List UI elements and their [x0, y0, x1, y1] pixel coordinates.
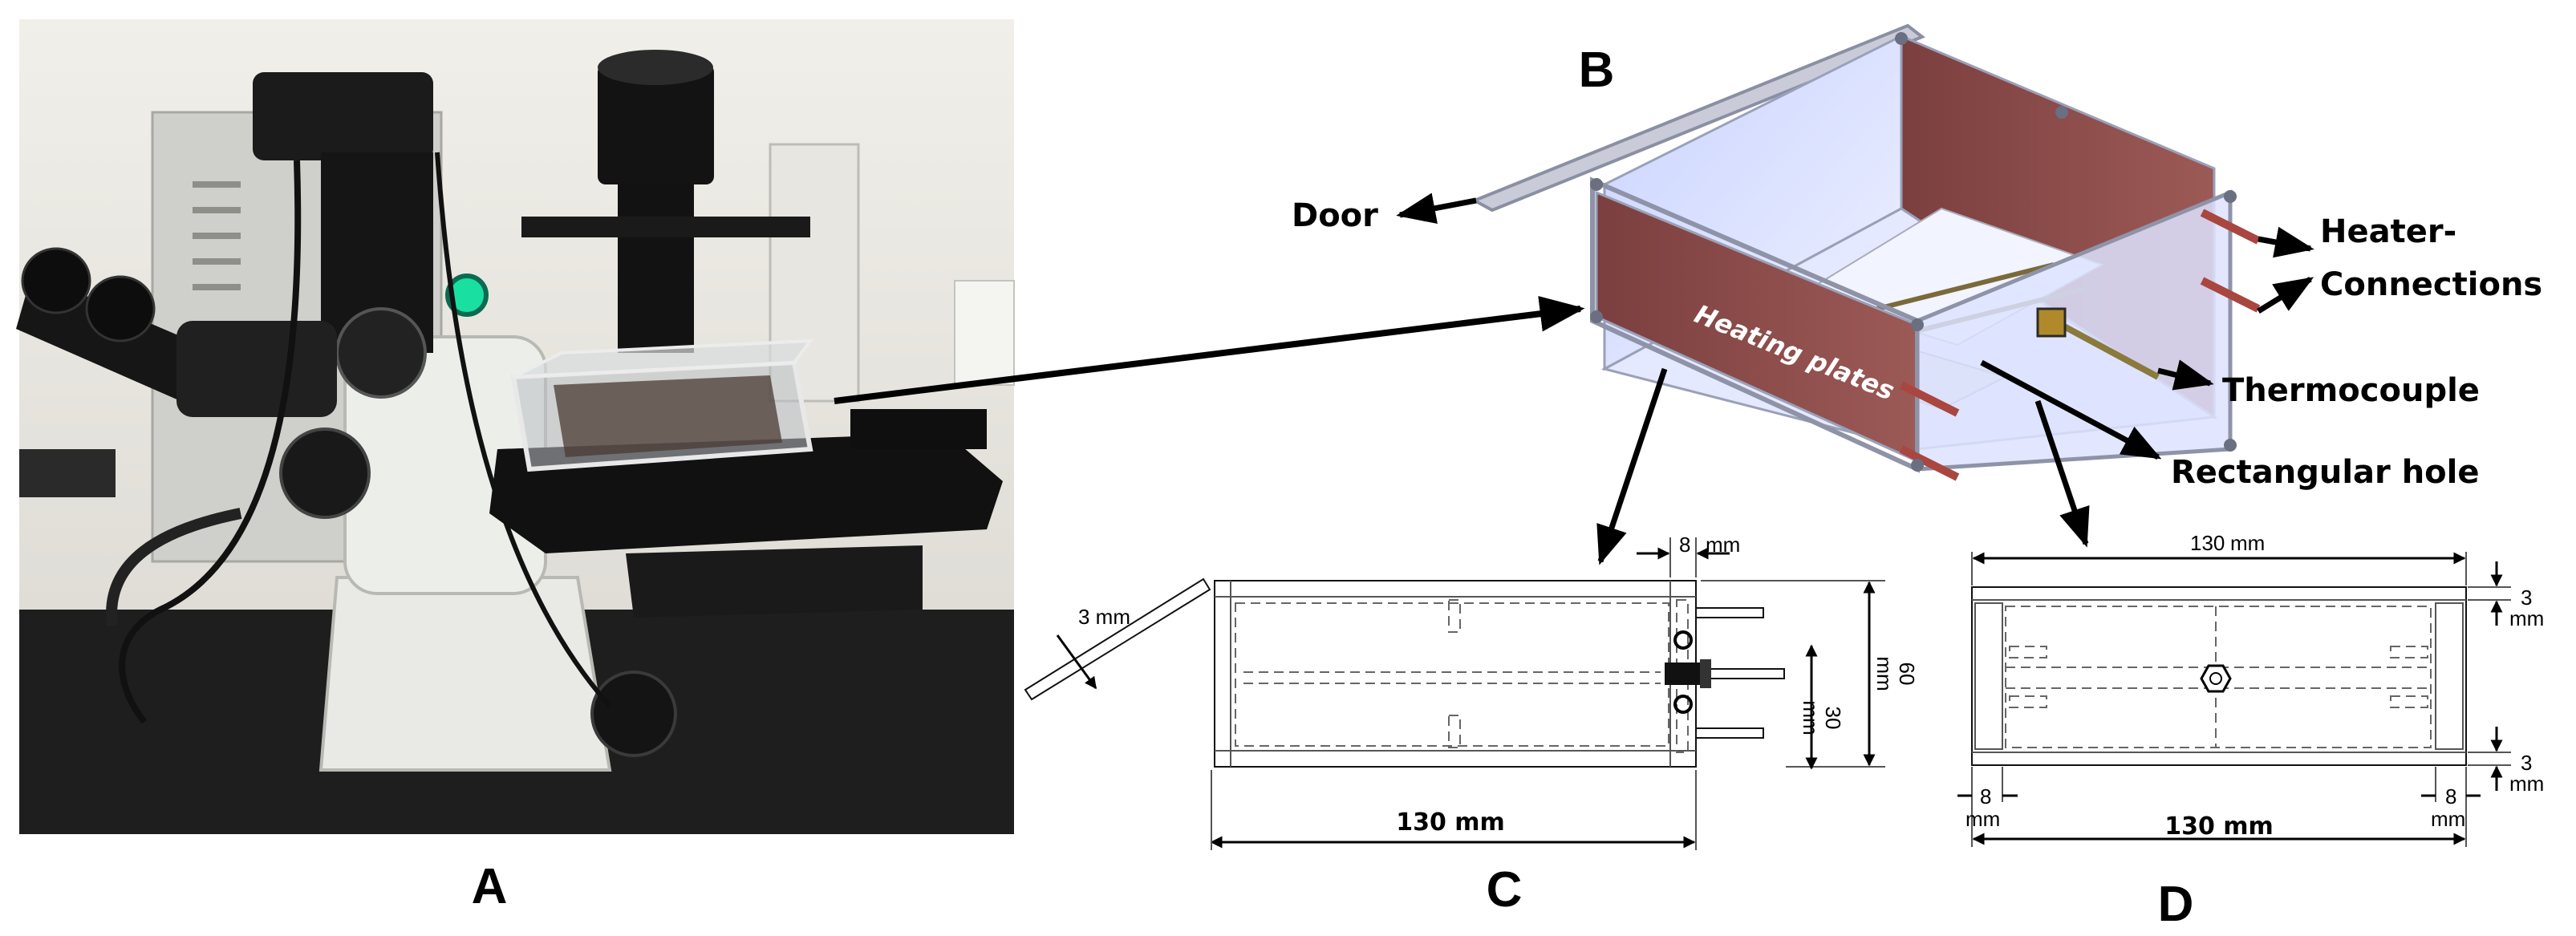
right-offset-unit-d: mm — [2431, 807, 2465, 831]
height-unit-c: mm — [1872, 656, 1897, 691]
height-value-c: 60 — [1895, 662, 1919, 686]
door-arrow — [1396, 192, 1477, 225]
heater-label-line1: Heater- — [2320, 213, 2456, 250]
spacing-value-c: 30 — [1821, 707, 1845, 730]
heater-arrow-1 — [2258, 226, 2314, 258]
door-panel — [1471, 23, 1925, 213]
camera-body — [253, 72, 433, 160]
model-to-c-arrow — [1596, 367, 1668, 565]
door-thickness-label: 3 mm — [1078, 605, 1130, 629]
panel-label-b: B — [1579, 43, 1615, 98]
panel-a-photo — [16, 19, 1015, 834]
wall-outlet — [954, 280, 1015, 386]
illuminator — [598, 64, 714, 184]
wall-top-value-d: 3 — [2521, 586, 2532, 610]
top-length-unit-d: mm — [2230, 531, 2265, 555]
thermocouple-probe — [2052, 318, 2160, 380]
photo-chamber — [510, 338, 814, 472]
indicator-led — [445, 274, 489, 317]
cabinet-vents — [193, 181, 241, 290]
right-offset-value-d: 8 — [2445, 784, 2456, 808]
thermocouple-port — [2200, 664, 2232, 693]
plate-offset-value: 8 — [1679, 533, 1690, 557]
plate-offset-unit: mm — [1706, 533, 1740, 557]
model-to-d-arrow — [2034, 399, 2090, 548]
panel-d-drawing — [1957, 552, 2511, 847]
wall-bottom-unit-d: mm — [2509, 772, 2544, 796]
heater-label-line2: Connections — [2320, 266, 2542, 303]
length-label-c: 130 mm — [1396, 808, 1505, 837]
wall-top-unit-d: mm — [2509, 606, 2544, 630]
panel-label-d: D — [2158, 877, 2194, 932]
focus-knob — [279, 427, 371, 519]
spacing-unit-c: mm — [1799, 700, 1823, 735]
wall-bottom-value-d: 3 — [2521, 751, 2532, 775]
thermocouple-label: Thermocouple — [2222, 372, 2480, 409]
rect-hole-arrow — [1980, 359, 2162, 460]
door-label: Door — [1292, 197, 1378, 234]
thermocouple-arrow — [2157, 359, 2214, 391]
rect-hole-label: Rectangular hole — [2171, 454, 2480, 491]
top-length-value-d: 130 — [2190, 531, 2225, 555]
panel-c-drawing — [1024, 537, 1885, 850]
heater-arrow-2 — [2257, 277, 2314, 314]
heater-rod — [2200, 209, 2261, 245]
panel-label-a: A — [472, 859, 508, 914]
left-offset-unit-d: mm — [1965, 807, 2000, 831]
microscope-base — [318, 576, 612, 772]
bottom-length-d: 130 mm — [2164, 812, 2274, 841]
box-outline-c — [1214, 580, 1697, 768]
left-offset-value-d: 8 — [1980, 784, 1991, 808]
door-plate — [1024, 577, 1211, 701]
eyepieces — [16, 247, 337, 417]
panel-b-model: Heating plates — [1471, 23, 2261, 481]
panel-label-c: C — [1487, 862, 1523, 918]
photo-to-model-arrow — [834, 295, 1585, 404]
